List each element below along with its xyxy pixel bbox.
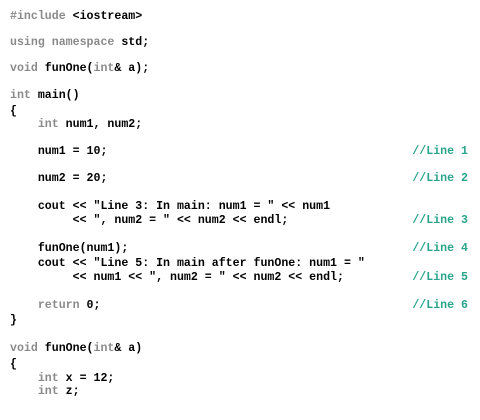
code-line: #include <iostream> [10, 9, 468, 25]
keyword-token: int [93, 342, 115, 355]
keyword-token: int [37, 118, 59, 131]
code-token: { [10, 105, 17, 118]
code-token: num1 = 10; [10, 145, 108, 158]
code-token: num2 = 20; [10, 172, 108, 185]
keyword-token: return [37, 299, 80, 312]
keyword-token: int [37, 372, 59, 385]
keyword-token: int [93, 62, 115, 75]
code-token: & a); [114, 62, 150, 75]
code-line: using namespace std; [10, 35, 468, 51]
line-comment: //Line 3 [412, 214, 468, 227]
code-line: } [10, 313, 468, 329]
code-line: return 0; //Line 6 [10, 298, 468, 314]
code-line: int z; [10, 384, 468, 400]
code-token [10, 118, 38, 131]
code-line: cout << "Line 3: In main: num1 = " << nu… [10, 199, 468, 215]
keyword-token: void [10, 62, 38, 75]
code-token: funOne(num1); [10, 242, 129, 255]
code-line: { [10, 357, 468, 373]
keyword-token: int [10, 89, 31, 102]
code-token: } [10, 314, 17, 327]
code-token: << num1 << ", num2 = " << num2 << endl; [10, 271, 344, 284]
code-token: x = 12; [58, 372, 115, 385]
code-line: { [10, 104, 468, 120]
code-token: funOne( [37, 342, 94, 355]
code-token: { [10, 358, 17, 371]
code-line: << ", num2 = " << num2 << endl; //Line 3 [10, 213, 468, 229]
line-comment: //Line 6 [412, 299, 468, 312]
code-token: 0; [79, 299, 101, 312]
keyword-token: #include [10, 10, 66, 23]
code-line: void funOne(int& a); [10, 61, 468, 77]
code-token: z; [58, 385, 80, 398]
code-token: num1, num2; [58, 118, 143, 131]
code-line: << num1 << ", num2 = " << num2 << endl; /… [10, 270, 468, 286]
code-token: std; [114, 36, 150, 49]
code-line: funOne(num1); //Line 4 [10, 241, 468, 257]
code-token: <iostream> [65, 10, 143, 23]
code-token: funOne( [37, 62, 94, 75]
keyword-token: void [10, 342, 38, 355]
code-token: cout << "Line 5: In main after funOne: n… [10, 257, 365, 270]
code-token [10, 385, 38, 398]
code-token [10, 299, 38, 312]
code-token: main() [30, 89, 80, 102]
line-comment: //Line 2 [412, 172, 468, 185]
code-line: void funOne(int& a) [10, 341, 468, 357]
code-line: int num1, num2; [10, 117, 468, 133]
line-comment: //Line 4 [412, 242, 468, 255]
code-line: num1 = 10; //Line 1 [10, 144, 468, 160]
code-line: int main() [10, 88, 468, 104]
code-line: num2 = 20; //Line 2 [10, 171, 468, 187]
line-comment: //Line 1 [412, 145, 468, 158]
code-token: << ", num2 = " << num2 << endl; [10, 214, 289, 227]
code-line: int x = 12; [10, 371, 468, 387]
code-token: & a) [114, 342, 143, 355]
line-comment: //Line 5 [412, 271, 468, 284]
keyword-token: int [37, 385, 59, 398]
keyword-token: using namespace [10, 36, 115, 49]
code-line: cout << "Line 5: In main after funOne: n… [10, 256, 468, 272]
code-token: cout << "Line 3: In main: num1 = " << nu… [10, 200, 331, 213]
